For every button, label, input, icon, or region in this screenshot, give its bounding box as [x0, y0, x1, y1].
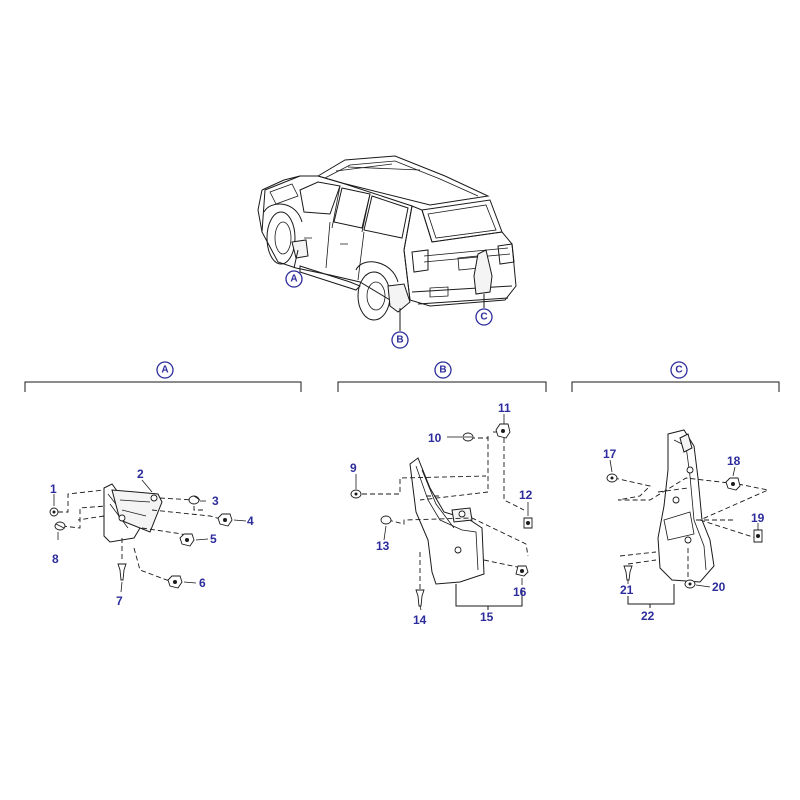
part-number-2: 2	[137, 467, 144, 481]
fastener-8	[54, 521, 66, 531]
fastener-14	[415, 589, 425, 607]
fastener-10	[462, 432, 474, 442]
callout-c-label: C	[480, 312, 487, 323]
callout-b: B	[391, 331, 409, 349]
section-b-assembly	[350, 414, 533, 611]
fastener-16	[515, 565, 529, 577]
fastener-3	[188, 495, 201, 505]
part-number-18: 18	[727, 454, 741, 468]
part-number-10: 10	[428, 431, 442, 445]
part-number-17: 17	[603, 447, 617, 461]
fastener-17	[606, 473, 618, 483]
section-b-label: B	[439, 365, 446, 376]
fastener-5	[179, 533, 195, 547]
vehicle-illustration	[257, 155, 517, 331]
section-bracket-c: C	[571, 361, 780, 392]
fastener-4	[217, 513, 233, 527]
fastener-19	[753, 529, 763, 543]
fastener-21	[623, 565, 633, 581]
rear-mudflap-b	[409, 457, 485, 585]
front-mudflap-on-vehicle	[291, 239, 309, 259]
section-a-assembly	[49, 479, 247, 593]
part-number-14: 14	[413, 613, 427, 627]
rear-right-mudflap-on-vehicle	[473, 249, 493, 295]
part-number-19: 19	[751, 511, 765, 525]
section-bracket-a: A	[24, 361, 302, 392]
part-number-1: 1	[50, 482, 57, 496]
part-number-4: 4	[247, 514, 254, 528]
fastener-1	[49, 507, 59, 517]
callout-b-label: B	[396, 335, 403, 346]
fastener-6	[167, 575, 183, 589]
part-number-16: 16	[513, 585, 527, 599]
fastener-12	[523, 517, 533, 529]
rear-left-mudflap-on-vehicle	[387, 283, 411, 313]
part-number-7: 7	[116, 594, 123, 608]
rear-mudflap-c	[657, 429, 715, 583]
section-a-label: A	[161, 365, 168, 376]
part-number-8: 8	[52, 552, 59, 566]
callout-a-label: A	[290, 274, 297, 285]
fastener-20	[684, 579, 696, 589]
part-number-13: 13	[376, 539, 390, 553]
fastener-11	[495, 423, 511, 439]
section-a-labels: 1 2 3 4 5 6 7 8	[50, 467, 254, 608]
fastener-7	[117, 563, 127, 581]
callout-c: C	[475, 308, 493, 326]
part-number-22: 22	[641, 609, 655, 623]
section-c-assembly	[606, 429, 770, 608]
fastener-18	[725, 477, 741, 491]
section-c-labels: 17 18 19 20 21 22	[603, 447, 765, 623]
part-number-5: 5	[210, 532, 217, 546]
section-c-label: C	[675, 365, 682, 376]
part-number-11: 11	[498, 401, 511, 415]
part-number-21: 21	[620, 583, 634, 597]
section-b-labels: 9 10 11 12 13 14 15 16	[350, 401, 533, 627]
section-bracket-b: B	[337, 361, 547, 392]
callout-a: A	[285, 270, 303, 288]
part-number-15: 15	[480, 610, 494, 624]
part-number-6: 6	[199, 576, 206, 590]
fastener-13	[380, 515, 392, 525]
part-number-12: 12	[519, 488, 533, 502]
part-number-3: 3	[212, 494, 219, 508]
part-number-20: 20	[712, 580, 726, 594]
part-number-9: 9	[350, 461, 357, 475]
fastener-9	[350, 489, 362, 499]
